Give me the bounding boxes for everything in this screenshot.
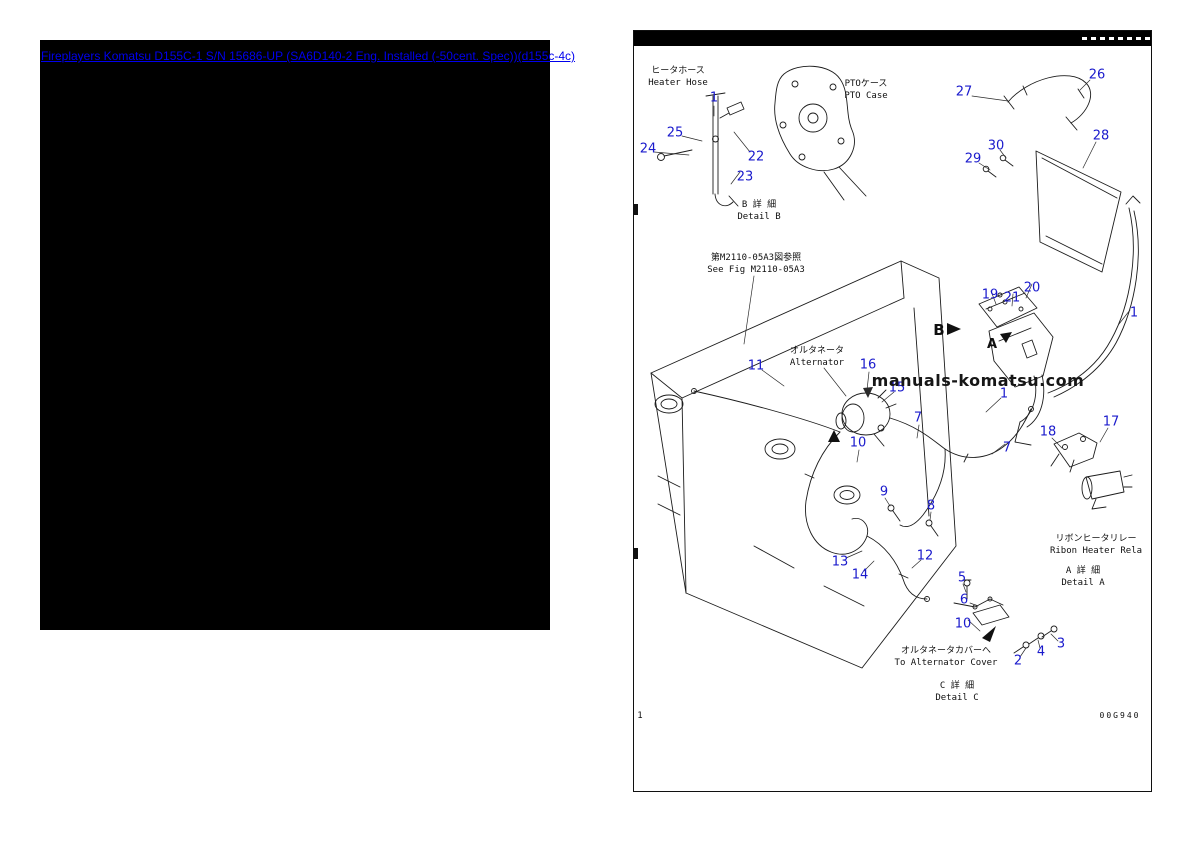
callout-7: 7 <box>1002 440 1012 456</box>
callout-28: 28 <box>1092 128 1110 144</box>
topbar-tick <box>1091 37 1096 40</box>
callout-17: 17 <box>1102 414 1120 430</box>
topbar-tick <box>1136 37 1141 40</box>
topbar-tick <box>1082 37 1087 40</box>
callout-21: 21 <box>1003 290 1021 306</box>
callout-8: 8 <box>926 498 936 514</box>
callout-1: 1 <box>709 90 719 106</box>
callout-6: 6 <box>959 592 969 608</box>
callout-24: 24 <box>639 141 657 157</box>
callout-9: 9 <box>879 484 889 500</box>
diagram-topbar <box>634 31 1151 46</box>
label-page-marker: 1 <box>637 711 643 721</box>
callout-25: 25 <box>666 125 684 141</box>
callout-4: 4 <box>1036 644 1046 660</box>
topbar-tick <box>1127 37 1132 40</box>
callout-10: 10 <box>954 616 972 632</box>
callout-13: 13 <box>831 554 849 570</box>
callout-22: 22 <box>747 149 765 165</box>
callout-12: 12 <box>916 548 934 564</box>
callout-10: 10 <box>849 435 867 451</box>
label-view-b-marker: B <box>933 321 945 339</box>
topbar-tick <box>1145 37 1150 40</box>
callout-5: 5 <box>957 570 967 586</box>
callout-3: 3 <box>1056 636 1066 652</box>
parts-diagram-line-art <box>634 65 1141 669</box>
label-doc-number: 00G940 <box>1099 711 1141 720</box>
callout-1: 1 <box>999 386 1009 402</box>
left-viewer-panel <box>40 40 550 630</box>
callout-14: 14 <box>851 567 869 583</box>
callout-19: 19 <box>981 287 999 303</box>
callout-15: 15 <box>888 380 906 396</box>
topbar-tick <box>1100 37 1105 40</box>
callout-26: 26 <box>1088 67 1106 83</box>
watermark-text: manuals-komatsu.com <box>871 371 1085 390</box>
callout-27: 27 <box>955 84 973 100</box>
callout-2: 2 <box>1013 653 1023 669</box>
callout-30: 30 <box>987 138 1005 154</box>
callout-11: 11 <box>747 358 765 374</box>
figure-title-link[interactable]: Fireplayers Komatsu D155C-1 S/N 15686-UP… <box>41 49 576 63</box>
topbar-tick <box>1109 37 1114 40</box>
topbar-tick <box>1118 37 1123 40</box>
callout-16: 16 <box>859 357 877 373</box>
callout-7: 7 <box>913 410 923 426</box>
callout-20: 20 <box>1023 280 1041 296</box>
callout-23: 23 <box>736 169 754 185</box>
callout-29: 29 <box>964 151 982 167</box>
callout-18: 18 <box>1039 424 1057 440</box>
callout-1: 1 <box>1129 305 1139 321</box>
label-view-a-marker: A <box>986 337 998 352</box>
